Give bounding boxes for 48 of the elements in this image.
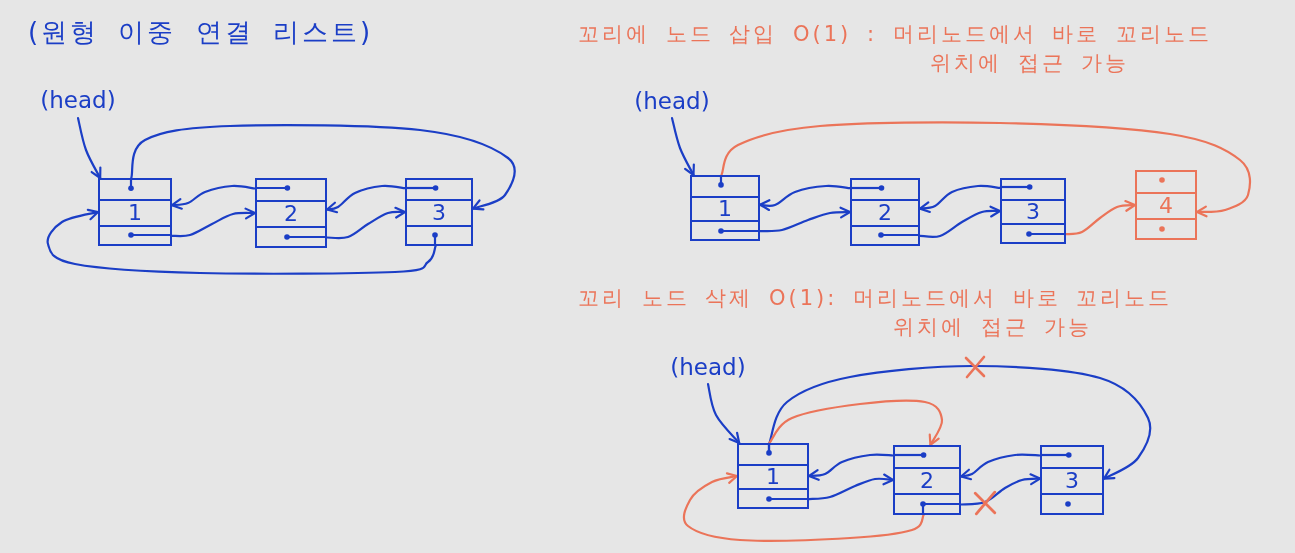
arrow (682, 472, 925, 542)
list-node-box (690, 175, 760, 241)
arrow (170, 184, 257, 211)
arrow (959, 473, 1042, 506)
arrow (768, 399, 944, 447)
arrow (325, 206, 407, 240)
list-node-box (1135, 170, 1197, 240)
arrow (768, 364, 1152, 480)
arrow (325, 184, 407, 214)
arrow (918, 205, 1002, 239)
arrow (807, 473, 895, 501)
arrow (807, 453, 895, 482)
arrow (170, 207, 257, 238)
list-node-box (893, 445, 961, 515)
arrow (706, 382, 741, 445)
node-value: 3 (1026, 201, 1040, 223)
list-node-box (98, 178, 172, 246)
list-node-box (405, 178, 473, 246)
arrow (959, 453, 1042, 481)
arrow (46, 208, 437, 275)
node-value: 2 (878, 202, 892, 224)
arrow (758, 206, 852, 233)
section-heading: 꼬리 노드 삭제 O(1): 머리노드에서 바로 꼬리노드 위치에 접근 가능 (578, 285, 1174, 341)
head-label: (head) (630, 84, 714, 118)
node-value: 2 (920, 470, 934, 492)
node-value: 3 (432, 202, 446, 224)
node-value: 1 (128, 202, 142, 224)
node-value: 3 (1065, 470, 1079, 492)
section-heading: 꼬리에 노드 삽입 O(1) : 머리노드에서 바로 꼬리노드 위치에 접근 가능 (578, 21, 1214, 77)
arrow (76, 116, 102, 180)
list-node-box (1040, 445, 1104, 515)
list-node-box (1000, 178, 1066, 244)
node-value: 2 (284, 203, 298, 225)
list-node-box (850, 178, 920, 246)
arrow (720, 121, 1252, 218)
head-label: (head) (36, 82, 120, 118)
list-node-box (255, 178, 327, 248)
arrow (758, 184, 852, 212)
node-value: 4 (1159, 195, 1173, 217)
arrow (1064, 199, 1137, 236)
arrow (130, 124, 516, 212)
arrow (918, 184, 1002, 214)
node-value: 1 (718, 198, 732, 220)
head-label: (head) (666, 350, 750, 384)
list-node-box (737, 443, 809, 509)
arrow (670, 116, 695, 177)
diagram-title: (원형 이중 연결 리스트) (28, 16, 374, 49)
node-value: 1 (766, 466, 780, 488)
